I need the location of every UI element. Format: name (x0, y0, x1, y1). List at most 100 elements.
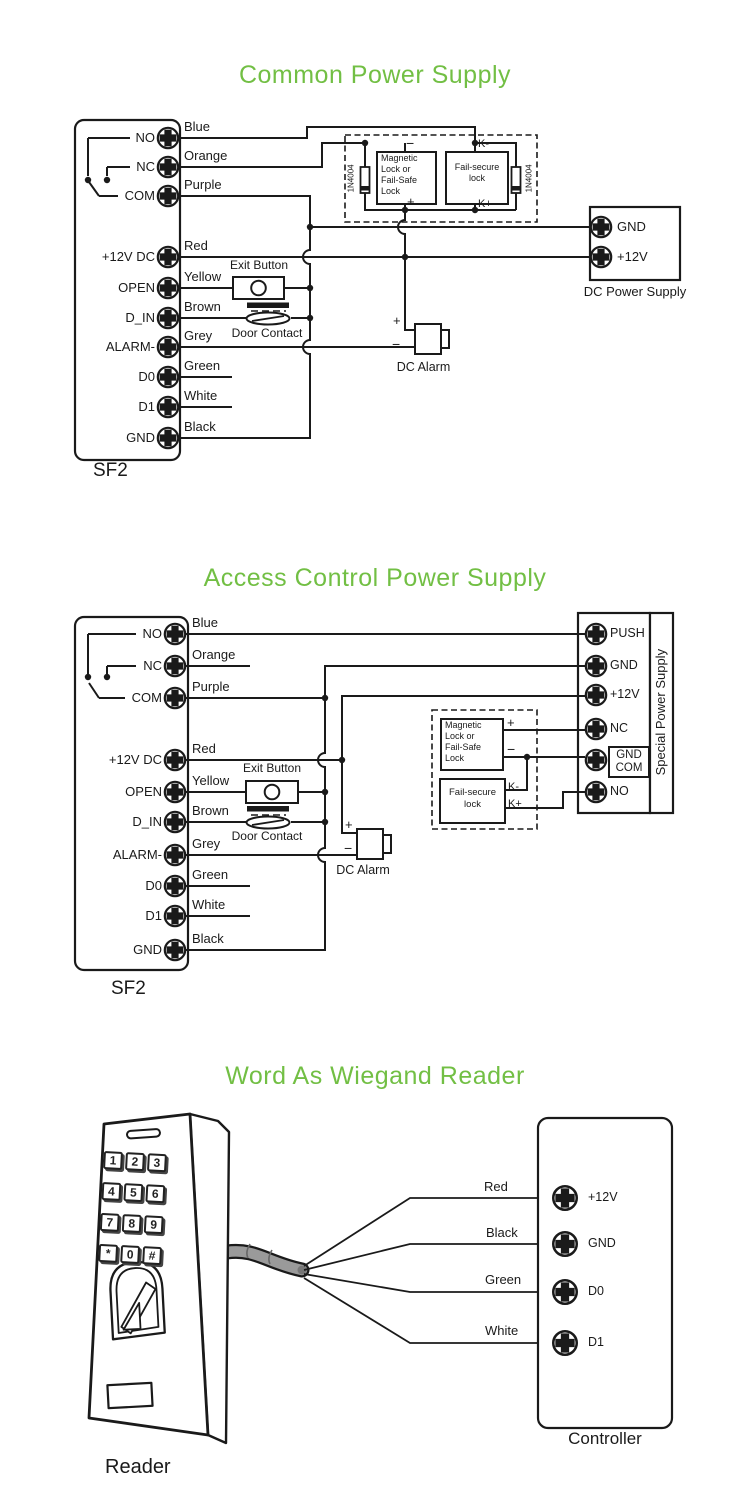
door-contact-symbol-2 (245, 806, 291, 830)
card-swipe-area (106, 1381, 154, 1410)
terminal-label-d0: D0 (138, 369, 155, 384)
relay-symbol-2 (84, 633, 136, 699)
terminal-label-d0-2: D0 (145, 878, 162, 893)
sps-gnd-label: GND (610, 658, 638, 672)
sps-gnd-com-box: GND COM (608, 746, 650, 778)
section3-wiegand-reader (87, 1112, 674, 1445)
sps-vertical-label: Special Power Supply (652, 648, 668, 776)
special-power-supply-box (576, 611, 652, 815)
terminal-label-12v-2: +12V DC (108, 752, 162, 767)
alarm-minus-mark-2: − (344, 840, 353, 856)
terminal-label-no: NO (135, 130, 156, 145)
sps-gnd-com-line: GND (616, 749, 642, 761)
wire-label-purple: Purple (184, 177, 222, 192)
wire-green-3 (303, 1273, 553, 1293)
special-power-supply-side (648, 611, 675, 815)
key-3: 3 (146, 1153, 167, 1173)
wire-label-grey-2: Grey (192, 836, 221, 851)
fail-lock-line-2: lock (464, 799, 481, 810)
key-2: 2 (125, 1152, 145, 1172)
mag-lock-line-2: Fail-Safe (445, 742, 482, 752)
wire-label-black-3: Black (486, 1225, 518, 1240)
k-minus-mark-2: K- (508, 781, 519, 793)
section2-access-control-power-supply (73, 611, 675, 972)
k-plus-mark: K+ (478, 198, 492, 210)
wire-label-red: Red (184, 238, 208, 253)
controller-12v-label: +12V (588, 1190, 618, 1204)
controller-d1-label: D1 (588, 1335, 604, 1349)
mag-plus-mark: + (407, 194, 415, 209)
sps-nc-label: NC (610, 721, 629, 735)
dc-alarm-symbol-2 (356, 828, 392, 860)
psu-gnd-label: GND (617, 219, 646, 234)
terminal-label-gnd: GND (126, 430, 155, 445)
terminal-label-alarm: ALARM- (105, 339, 155, 354)
terminal-label-nc-2: NC (143, 658, 162, 673)
sps-no-label: NO (610, 784, 629, 798)
wire-label-orange: Orange (184, 148, 228, 163)
wire-label-grey: Grey (184, 328, 213, 343)
wire-label-black: Black (184, 419, 216, 434)
section3-title: Word As Wiegand Reader (225, 1062, 525, 1090)
lock-dashed-box-2 (431, 709, 538, 830)
reader-illustration (87, 1112, 231, 1445)
wire-label-yellow: Yellow (184, 269, 222, 284)
fail-lock-line-2: Fail-secure (449, 787, 496, 798)
dc-alarm-symbol (414, 323, 450, 355)
wire-label-purple-2: Purple (192, 679, 230, 694)
controller-box (536, 1116, 674, 1430)
key-1: 1 (103, 1151, 123, 1170)
dc-alarm-label: DC Alarm (396, 360, 451, 374)
k-minus-mark: K- (478, 138, 489, 150)
terminal-label-open: OPEN (118, 280, 155, 295)
key-0: 0 (120, 1245, 141, 1264)
wire-blue (170, 126, 476, 143)
diode-label-left: 1N4004 (346, 164, 356, 193)
sps-push-label: PUSH (610, 626, 645, 640)
terminal-label-nc: NC (136, 159, 155, 174)
wire-label-white-2: White (192, 897, 226, 912)
wire-label-green: Green (184, 358, 221, 373)
alarm-plus-mark: + (393, 313, 401, 328)
controller-label: Controller (568, 1429, 642, 1448)
dc-alarm-label-2: DC Alarm (336, 863, 390, 877)
controller-gnd-label: GND (588, 1236, 616, 1250)
lock-dashed-box (344, 134, 538, 223)
wire-label-yellow-2: Yellow (192, 773, 230, 788)
wire-label-blue: Blue (184, 119, 211, 134)
reader-wires (303, 1197, 553, 1344)
key-8: 8 (121, 1214, 142, 1234)
door-contact-symbol (245, 302, 291, 326)
fingerprint-window (109, 1260, 166, 1341)
wire-label-white-3: White (485, 1323, 519, 1338)
mag-lock-line: Lock or (381, 164, 411, 174)
mag-lock-line: Magnetic (381, 153, 418, 163)
terminal-label-com: COM (124, 188, 155, 203)
key-7: 7 (99, 1212, 120, 1232)
wire-label-orange-2: Orange (192, 647, 236, 662)
section1-common-power-supply (73, 118, 682, 462)
key-5: 5 (123, 1183, 144, 1203)
wire-white-3 (303, 1277, 553, 1344)
terminal-label-alarm-2: ALARM- (112, 847, 162, 862)
section1-title: Common Power Supply (238, 61, 512, 89)
v12-rail-2 (341, 695, 585, 834)
key-star: * (98, 1243, 119, 1263)
reader-label: Reader (105, 1456, 171, 1478)
mag-lock-line-2: Lock or (445, 731, 475, 741)
diode-label-right: 1N4004 (524, 164, 534, 193)
sps-gnd-com-line: COM (615, 762, 643, 774)
sps-12v-label: +12V (610, 687, 640, 701)
psu-12v-label: +12V (617, 249, 648, 264)
exit-button-label: Exit Button (229, 258, 289, 272)
diode-right (510, 166, 522, 194)
key-hash: # (142, 1246, 163, 1266)
terminal-label-com-2: COM (131, 690, 162, 705)
terminal-label-din: D_IN (125, 310, 155, 325)
mag-plus-mark-2: + (507, 715, 515, 730)
section2-title: Access Control Power Supply (203, 564, 547, 592)
fail-secure-lock-box-2 (439, 778, 506, 824)
door-contact-label-2: Door Contact (231, 829, 303, 843)
wire-label-brown-2: Brown (192, 803, 229, 818)
